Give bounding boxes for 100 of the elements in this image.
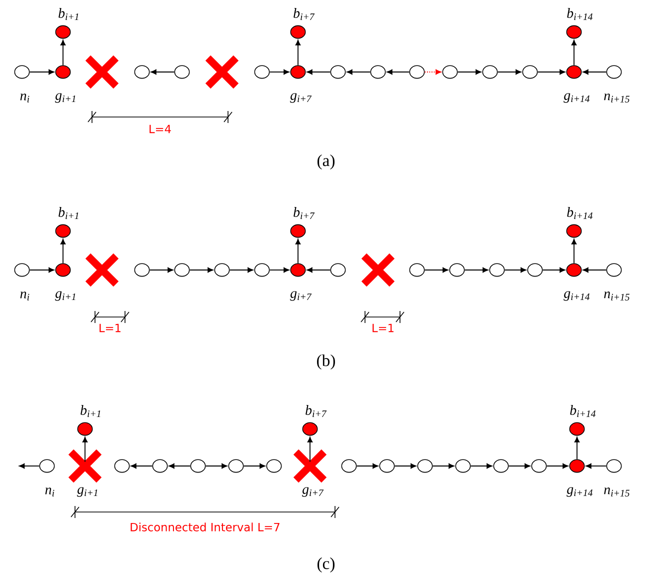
dimension-label: L=1: [100, 324, 120, 332]
arrow: [546, 463, 568, 469]
node-circle: [39, 459, 55, 473]
node-circle: [606, 65, 622, 79]
node-label: g$_{i+14}$: [564, 93, 590, 103]
arrow: [424, 267, 448, 273]
node-label: g$_{i+7}$: [302, 487, 324, 497]
node-circle: [134, 263, 150, 277]
node-circle: [290, 25, 306, 39]
node-circle: [114, 459, 130, 473]
node-circle: [569, 459, 585, 473]
cross-mark: [292, 448, 328, 484]
arrow: [386, 69, 410, 75]
arrow: [60, 238, 66, 264]
arrow: [424, 69, 442, 75]
arrow: [29, 267, 54, 273]
node-label: n$_{i}$: [45, 488, 54, 496]
node-circle: [531, 459, 547, 473]
arrow: [306, 69, 331, 75]
node-circle: [152, 459, 168, 473]
arrow: [150, 69, 175, 75]
node-circle: [417, 459, 433, 473]
node-label: b$_{i+1}$: [58, 207, 78, 219]
node-label: g$_{i+1}$: [77, 487, 98, 497]
node-circle: [455, 459, 471, 473]
node-circle: [228, 459, 244, 473]
arrow: [205, 463, 228, 469]
node-circle: [379, 459, 395, 473]
node-label: n$_{i+15}$: [604, 292, 630, 300]
node-label: n$_{i}$: [20, 292, 30, 300]
arrow: [19, 463, 40, 469]
node-circle: [134, 65, 150, 79]
dimension-label: L=1: [372, 324, 394, 332]
arrow: [571, 40, 577, 66]
node-label: n$_{i+15}$: [604, 488, 630, 496]
node-circle: [55, 263, 71, 277]
node-circle: [254, 65, 270, 79]
node-circle: [409, 65, 425, 79]
node-label: g$_{i+14}$: [566, 487, 593, 497]
node-label: g$_{i+7}$: [290, 93, 312, 103]
arrow: [269, 69, 290, 75]
node-label: b$_{i+14}$: [570, 405, 596, 417]
node-label: g$_{i+7}$: [290, 291, 312, 301]
arrow: [130, 463, 153, 469]
node-label: b$_{i+14}$: [567, 207, 593, 219]
arrow: [306, 267, 331, 273]
arrow: [542, 267, 566, 273]
arrow: [497, 69, 522, 75]
arrow: [295, 238, 301, 264]
node-circle: [290, 224, 306, 238]
arrow: [229, 267, 254, 273]
node-circle: [266, 459, 282, 473]
arrow: [149, 267, 174, 273]
node-circle: [330, 65, 346, 79]
node-circle: [55, 25, 71, 39]
node-label: b$_{i+7}$: [294, 8, 315, 20]
node-circle: [493, 459, 509, 473]
node-circle: [566, 25, 582, 39]
arrow: [470, 463, 492, 469]
node-circle: [566, 263, 582, 277]
node-circle: [527, 263, 543, 277]
node-circle: [442, 65, 458, 79]
node-circle: [566, 224, 582, 238]
arrow: [586, 463, 607, 469]
panel-caption: (a): [318, 154, 335, 170]
node-label: b$_{i+14}$: [567, 8, 593, 20]
node-circle: [14, 263, 30, 277]
arrow: [504, 267, 526, 273]
arrow: [29, 69, 54, 75]
arrow: [571, 238, 577, 264]
node-label: g$_{i+1}$: [55, 93, 76, 103]
arrow: [356, 463, 378, 469]
node-label: g$_{i+14}$: [564, 291, 590, 301]
node-label: b$_{i+1}$: [80, 405, 100, 417]
node-circle: [341, 459, 357, 473]
node-circle: [174, 65, 190, 79]
arrow: [243, 463, 266, 469]
node-circle: [370, 65, 386, 79]
node-circle: [482, 65, 498, 79]
arrow: [307, 436, 313, 462]
arrow: [60, 40, 66, 66]
node-label: b$_{i+7}$: [306, 405, 327, 417]
node-circle: [330, 263, 346, 277]
node-label: n$_{i}$: [20, 94, 30, 102]
node-circle: [606, 263, 622, 277]
arrow: [582, 267, 607, 273]
node-circle: [290, 263, 306, 277]
arrow: [394, 463, 416, 469]
node-circle: [214, 263, 230, 277]
arrow: [574, 436, 580, 460]
node-circle: [606, 459, 622, 473]
node-label: g$_{i+1}$: [55, 291, 76, 301]
arrow: [82, 436, 88, 462]
node-circle: [14, 65, 30, 79]
arrow: [346, 69, 371, 75]
panel-caption: (b): [317, 354, 335, 370]
node-label: b$_{i+1}$: [58, 8, 78, 20]
arrow: [457, 69, 482, 75]
node-label: b$_{i+7}$: [294, 207, 315, 219]
arrow: [432, 463, 454, 469]
